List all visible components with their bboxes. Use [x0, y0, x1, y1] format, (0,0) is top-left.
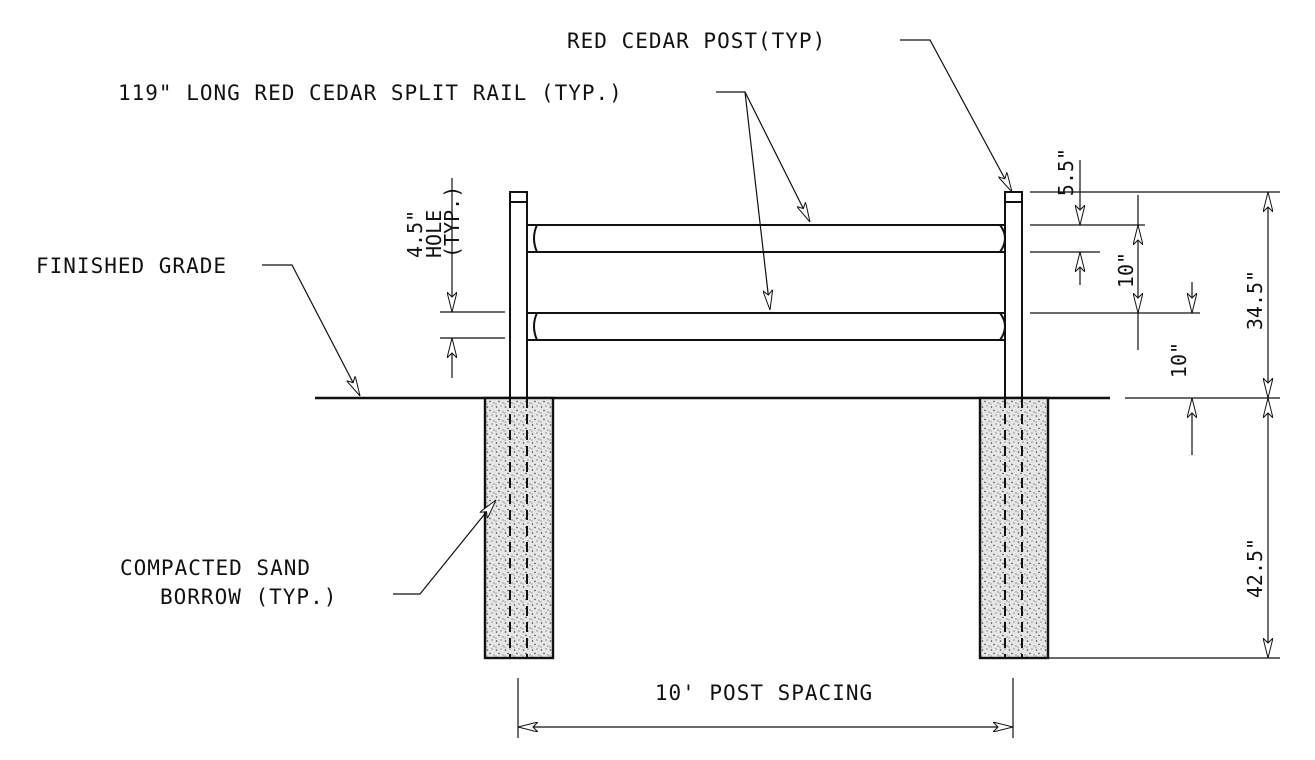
label-dim-rail-spacing: 10" — [1114, 252, 1138, 288]
sand-footing-left — [483, 396, 555, 660]
label-dim-bottom-rail: 10" — [1167, 342, 1191, 378]
red-cedar-post-left — [509, 191, 528, 399]
sand-footing-right — [978, 396, 1050, 660]
leader-red-cedar-post — [900, 39, 1013, 192]
label-sand-line1: COMPACTED SAND — [120, 556, 311, 580]
dimension-post-spacing — [517, 678, 1014, 738]
label-split-rail: 119" LONG RED CEDAR SPLIT RAIL (TYP.) — [118, 81, 623, 105]
label-post-spacing: 10' POST SPACING — [655, 681, 873, 705]
extension-lines-right — [1030, 191, 1280, 659]
leader-sand-borrow — [393, 500, 497, 595]
post-embedded-right — [1004, 398, 1023, 658]
split-rail-top — [527, 224, 1006, 253]
label-dim-above-grade: 34.5" — [1243, 270, 1267, 330]
label-hole-word: HOLE — [422, 210, 446, 258]
red-cedar-post-right — [1004, 191, 1023, 399]
label-dim-post-cap: 5.5" — [1054, 148, 1078, 196]
leader-split-rail-2 — [744, 91, 770, 310]
label-sand-line2: BORROW (TYP.) — [160, 585, 337, 609]
dimension-hole — [440, 178, 505, 378]
label-finished-grade: FINISHED GRADE — [36, 254, 227, 278]
post-embedded-left — [509, 398, 528, 658]
label-dim-below-grade: 42.5" — [1243, 538, 1267, 598]
hole-label-group: 4.5" HOLE (TYP.) — [403, 186, 464, 258]
label-hole-size: 4.5" — [403, 210, 427, 258]
label-red-cedar-post: RED CEDAR POST(TYP) — [567, 29, 826, 53]
split-rail-bottom — [527, 312, 1006, 341]
leader-split-rail — [716, 91, 811, 222]
leader-finished-grade — [262, 264, 361, 396]
